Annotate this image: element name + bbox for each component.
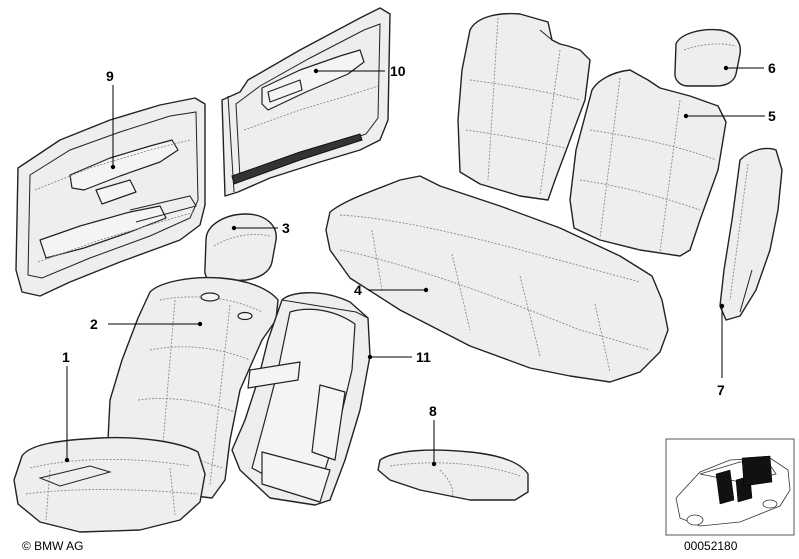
rear-seat-backrest-right <box>569 69 727 257</box>
callout-11: 11 <box>416 349 431 365</box>
callout-9: 9 <box>106 68 114 84</box>
callout-labels: 9 10 3 2 1 4 11 8 5 6 7 <box>62 60 776 419</box>
callout-1: 1 <box>62 349 70 365</box>
vehicle-location-inset <box>665 438 795 536</box>
front-seat-cushion-cover <box>13 436 206 533</box>
callout-6: 6 <box>768 60 776 76</box>
callout-5: 5 <box>768 108 776 124</box>
callout-8: 8 <box>429 403 437 419</box>
copyright-text: © BMW AG <box>22 539 84 553</box>
callout-3: 3 <box>282 220 290 236</box>
callout-2: 2 <box>90 316 98 332</box>
center-armrest <box>377 449 529 501</box>
rear-headrest <box>674 28 741 87</box>
callout-10: 10 <box>390 63 406 79</box>
rear-seat-bench-cushion <box>325 175 669 383</box>
front-door-trim-panel <box>15 97 206 297</box>
rear-door-trim-panel <box>221 7 391 197</box>
callout-4: 4 <box>354 282 362 298</box>
diagram-number: 00052180 <box>684 539 738 553</box>
rear-side-bolster <box>719 147 783 321</box>
leader-lines <box>64 65 765 467</box>
backrest-rear-panel <box>231 292 371 506</box>
callout-7: 7 <box>717 382 725 398</box>
rear-seat-backrest-left <box>457 12 591 201</box>
front-headrest <box>204 213 277 283</box>
